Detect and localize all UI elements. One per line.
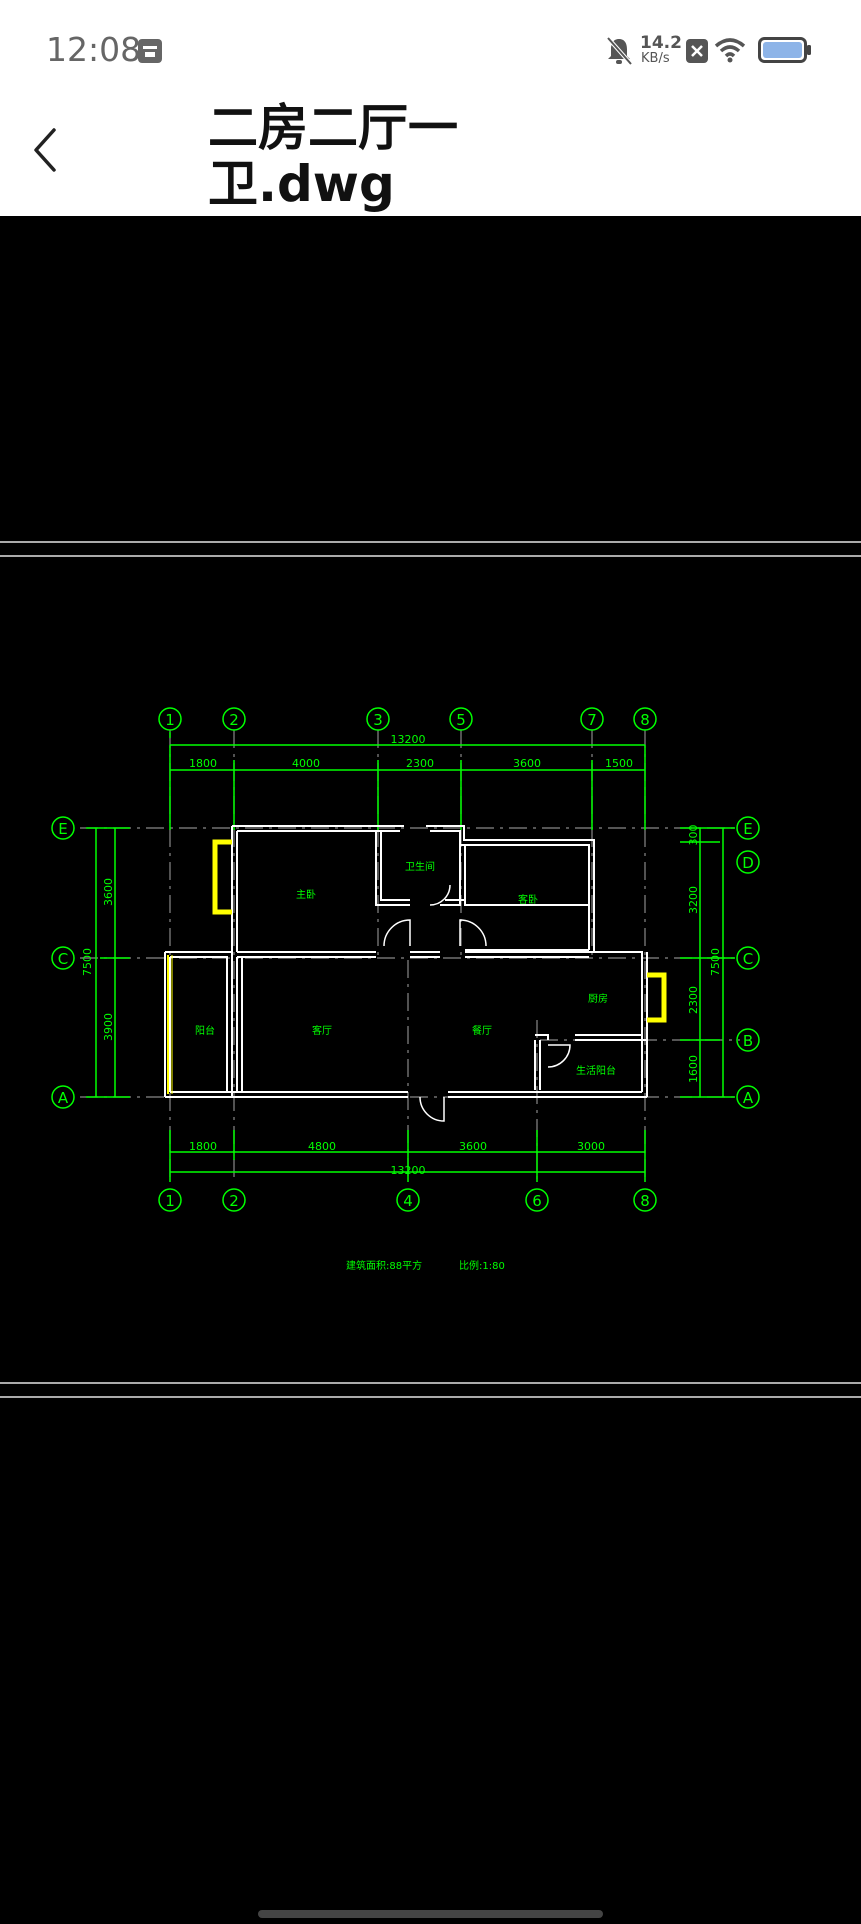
axis-label: C bbox=[743, 950, 753, 968]
room-label: 客厅 bbox=[312, 1024, 332, 1037]
back-button[interactable] bbox=[26, 120, 66, 180]
axis-label: 8 bbox=[640, 1192, 650, 1210]
axis-label: 1 bbox=[165, 1192, 175, 1210]
dim-top: 1800 bbox=[189, 757, 217, 770]
dim-bottom: 3000 bbox=[577, 1140, 605, 1153]
room-label: 客卧 bbox=[518, 893, 538, 906]
mute-bell-icon bbox=[606, 36, 633, 66]
axis-label: 2 bbox=[229, 1192, 239, 1210]
axis-label: A bbox=[743, 1089, 754, 1107]
axis-label: B bbox=[743, 1032, 753, 1050]
home-indicator[interactable] bbox=[258, 1910, 603, 1918]
axis-label: 4 bbox=[403, 1192, 413, 1210]
axis-label: 1 bbox=[165, 711, 175, 729]
close-badge-icon bbox=[686, 39, 708, 63]
file-title: 二房二厅一卫.dwg bbox=[208, 99, 458, 213]
axis-label: 6 bbox=[532, 1192, 542, 1210]
room-label: 卫生间 bbox=[405, 860, 435, 873]
dim-left-total: 7500 bbox=[81, 948, 94, 976]
room-labels: 主卧 卫生间 客卧 阳台 客厅 餐厅 厨房 生活阳台 bbox=[195, 860, 616, 1077]
dim-top: 3600 bbox=[513, 757, 541, 770]
dim-right: 2300 bbox=[687, 986, 700, 1014]
calendar-icon bbox=[138, 39, 162, 63]
axis-bubbles-top: 1 2 3 5 7 8 bbox=[158, 707, 657, 731]
chevron-left-icon bbox=[34, 128, 56, 172]
status-bar: 12:08 14.2 KB/s bbox=[0, 0, 861, 100]
axis-label: 5 bbox=[456, 711, 466, 729]
dim-right: 300 bbox=[687, 825, 700, 846]
dwg-canvas[interactable]: 1 2 3 5 7 8 1 2 4 6 8 E C A bbox=[0, 216, 861, 1920]
net-speed-unit: KB/s bbox=[641, 51, 670, 66]
axis-label: D bbox=[742, 854, 754, 872]
dim-top: 1500 bbox=[605, 757, 633, 770]
floor-plan: 1 2 3 5 7 8 1 2 4 6 8 E C A bbox=[0, 541, 861, 1398]
dim-bottom: 1800 bbox=[189, 1140, 217, 1153]
caption-area: 建筑面积:88平方 bbox=[346, 1259, 422, 1272]
dim-left: 3900 bbox=[102, 1013, 115, 1041]
axis-label: 7 bbox=[587, 711, 597, 729]
axis-label: 3 bbox=[373, 711, 383, 729]
app-header: 二房二厅一卫.dwg bbox=[0, 100, 861, 216]
axis-label: A bbox=[58, 1089, 69, 1107]
doors bbox=[383, 884, 571, 1122]
dim-left: 3600 bbox=[102, 878, 115, 906]
dim-top-total: 13200 bbox=[391, 733, 426, 746]
axis-label: E bbox=[743, 820, 752, 838]
axis-label: 8 bbox=[640, 711, 650, 729]
dim-right: 3200 bbox=[687, 886, 700, 914]
walls bbox=[164, 825, 648, 1098]
dim-bottom: 4800 bbox=[308, 1140, 336, 1153]
wifi-icon bbox=[714, 38, 746, 63]
dim-right-total: 7500 bbox=[709, 948, 722, 976]
dim-bottom-total: 13200 bbox=[391, 1164, 426, 1177]
axis-bubbles-bottom: 1 2 4 6 8 bbox=[158, 1188, 657, 1212]
room-label: 主卧 bbox=[296, 888, 316, 901]
room-label: 餐厅 bbox=[472, 1024, 492, 1037]
dim-bottom: 3600 bbox=[459, 1140, 487, 1153]
room-label: 厨房 bbox=[588, 992, 608, 1005]
dim-right: 1600 bbox=[687, 1055, 700, 1083]
axis-bubbles-left: E C A bbox=[51, 816, 75, 1109]
dim-top: 4000 bbox=[292, 757, 320, 770]
dim-top: 2300 bbox=[406, 757, 434, 770]
caption-scale: 比例:1:80 bbox=[459, 1259, 505, 1272]
dimension-texts: 13200 1800 4000 2300 3600 1500 1800 4800… bbox=[81, 733, 722, 1177]
status-time: 12:08 bbox=[46, 30, 142, 69]
dimension-lines bbox=[86, 732, 735, 1182]
axis-label: E bbox=[58, 820, 67, 838]
battery-icon bbox=[758, 37, 811, 63]
axis-label: 2 bbox=[229, 711, 239, 729]
drawing-caption: 建筑面积:88平方 比例:1:80 bbox=[346, 1259, 505, 1272]
axis-label: C bbox=[58, 950, 68, 968]
room-label: 阳台 bbox=[195, 1024, 215, 1037]
net-speed-value: 14.2 bbox=[640, 33, 682, 53]
room-label: 生活阳台 bbox=[576, 1064, 616, 1077]
axis-bubbles-right: E D C B A bbox=[736, 816, 760, 1109]
windows bbox=[167, 839, 667, 1094]
